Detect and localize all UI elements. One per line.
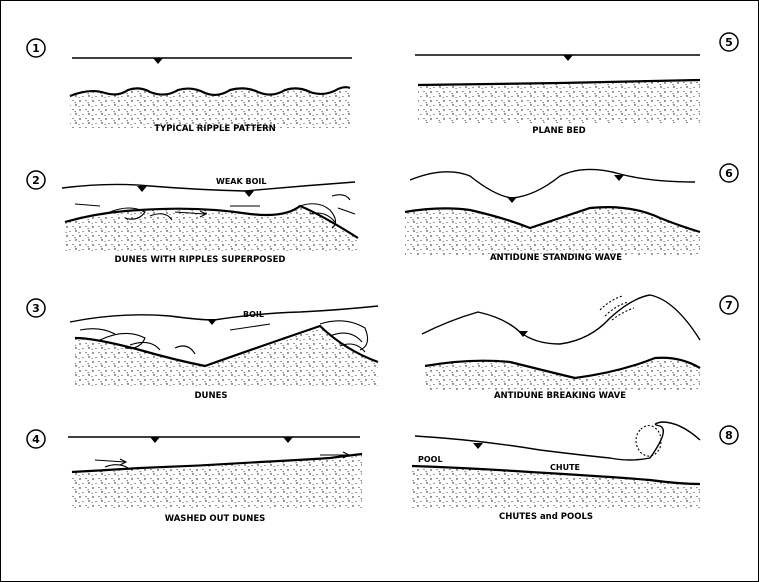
panel-8-chute-label: CHUTE	[550, 463, 580, 472]
panel-8-caption: CHUTES and POOLS	[499, 512, 593, 522]
panel-7-number: 7	[725, 299, 733, 312]
panel-6-number: 6	[725, 167, 733, 180]
panel-3-caption: DUNES	[195, 391, 228, 401]
panel-8-water-surface	[415, 422, 700, 460]
panel-4-water-level-marker-a	[150, 437, 160, 443]
panel-8-number: 8	[725, 429, 733, 442]
panel-3-water-surface	[70, 306, 378, 322]
panel-6: 6 ANTIDUNE STANDING WAVE	[405, 164, 738, 263]
panel-8-pool-label: POOL	[418, 455, 443, 464]
panel-3-label: BOIL	[243, 310, 264, 319]
panel-4-sand	[72, 454, 362, 508]
panel-5: 5 PLANE BED	[415, 33, 738, 136]
panel-2-water-surface	[62, 182, 355, 191]
panel-1: 1 TYPICAL RIPPLE PATTERN	[27, 39, 352, 134]
panel-7-water-surface	[422, 295, 700, 344]
panel-4: 4 WASHED OUT DUNES	[27, 430, 362, 524]
panel-8: 8 POOL CHUTE CHUTES and POOLS	[412, 422, 738, 522]
panel-6-sand	[405, 207, 700, 255]
panel-7-caption: ANTIDUNE BREAKING WAVE	[494, 391, 626, 401]
panel-5-sand	[418, 80, 700, 123]
panel-6-water-level-marker-a	[507, 197, 517, 203]
panel-1-number: 1	[32, 42, 40, 55]
panel-5-number: 5	[725, 36, 733, 49]
panel-4-number: 4	[32, 433, 40, 446]
panel-3: 3 BOIL DUNES	[27, 299, 378, 401]
panel-2-water-level-marker-b	[244, 191, 254, 197]
panel-2: 2 WEAK BOIL DUNES WITH RIPPLES SUPERPOSE…	[27, 171, 358, 265]
panel-4-water-level-marker-b	[283, 437, 293, 443]
panel-8-sand	[412, 466, 700, 508]
panel-3-water-level-marker	[207, 319, 217, 325]
panel-2-label: WEAK BOIL	[216, 177, 266, 186]
panel-2-number: 2	[32, 174, 40, 187]
panel-1-water-level-marker	[153, 58, 163, 64]
panel-8-hydraulic-jump	[636, 426, 661, 457]
panel-2-water-level-marker-a	[137, 186, 147, 192]
panel-6-water-level-marker-b	[614, 175, 624, 181]
panel-6-caption: ANTIDUNE STANDING WAVE	[490, 253, 622, 263]
panel-5-caption: PLANE BED	[532, 126, 585, 136]
panel-1-caption: TYPICAL RIPPLE PATTERN	[154, 124, 276, 134]
panel-6-water-surface	[410, 169, 695, 198]
panel-7: 7 ANTIDUNE BREAKING WAVE	[422, 295, 738, 401]
panel-5-water-level-marker	[563, 55, 573, 61]
panel-7-breaking-spray	[600, 296, 634, 320]
panel-8-water-level-marker	[473, 443, 483, 449]
panel-2-caption: DUNES WITH RIPPLES SUPERPOSED	[115, 255, 286, 265]
panel-4-caption: WASHED OUT DUNES	[165, 514, 266, 524]
panel-3-number: 3	[32, 302, 40, 315]
